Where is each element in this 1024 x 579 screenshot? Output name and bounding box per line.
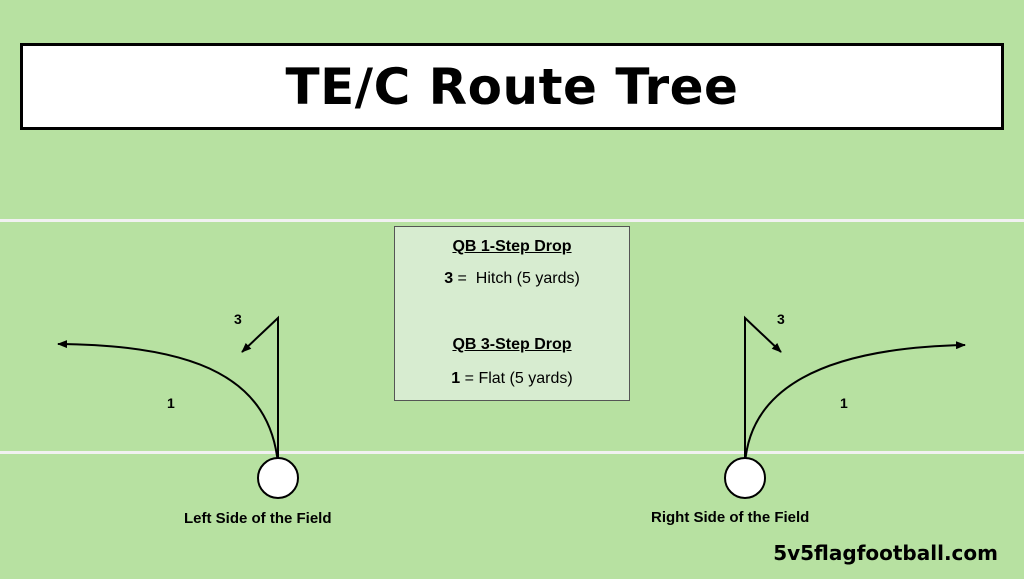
left-side-label: Left Side of the Field (184, 510, 332, 527)
right-hitch-route-number: 3 (777, 311, 785, 327)
site-watermark: 5v5flagfootball.com (773, 541, 998, 565)
right-flat-route (744, 341, 966, 465)
one-step-drop-heading: QB 1-Step Drop (452, 238, 572, 255)
left-hitch-route-number: 3 (234, 311, 242, 327)
hitch-route-separator: = (453, 270, 476, 287)
line-of-scrimmage (0, 451, 1024, 454)
left-flat-route (57, 340, 279, 465)
title-banner: TE/C Route Tree (20, 43, 1004, 130)
left-flat-route-number: 1 (167, 395, 175, 411)
yard-line-top (0, 219, 1024, 222)
right-receiver-marker (724, 457, 766, 499)
left-hitch-route (241, 315, 279, 464)
flat-route-separator: = (460, 370, 479, 387)
right-flat-route-number: 1 (840, 395, 848, 411)
flat-route-description: Flat (5 yards) (478, 370, 573, 387)
hitch-route-entry: 3 = Hitch (5 yards) (395, 270, 629, 288)
right-side-label: Right Side of the Field (651, 509, 810, 526)
flat-route-number: 1 (451, 370, 461, 387)
right-hitch-route (744, 315, 782, 464)
page-title: TE/C Route Tree (285, 57, 739, 116)
three-step-drop-heading: QB 3-Step Drop (452, 336, 572, 353)
hitch-route-description: Hitch (5 yards) (475, 270, 580, 287)
flat-route-entry: 1 = Flat (5 yards) (395, 370, 629, 388)
left-receiver-marker (257, 457, 299, 499)
hitch-route-number: 3 (444, 270, 454, 287)
route-legend: QB 1-Step Drop 3 = Hitch (5 yards) QB 3-… (394, 226, 630, 401)
